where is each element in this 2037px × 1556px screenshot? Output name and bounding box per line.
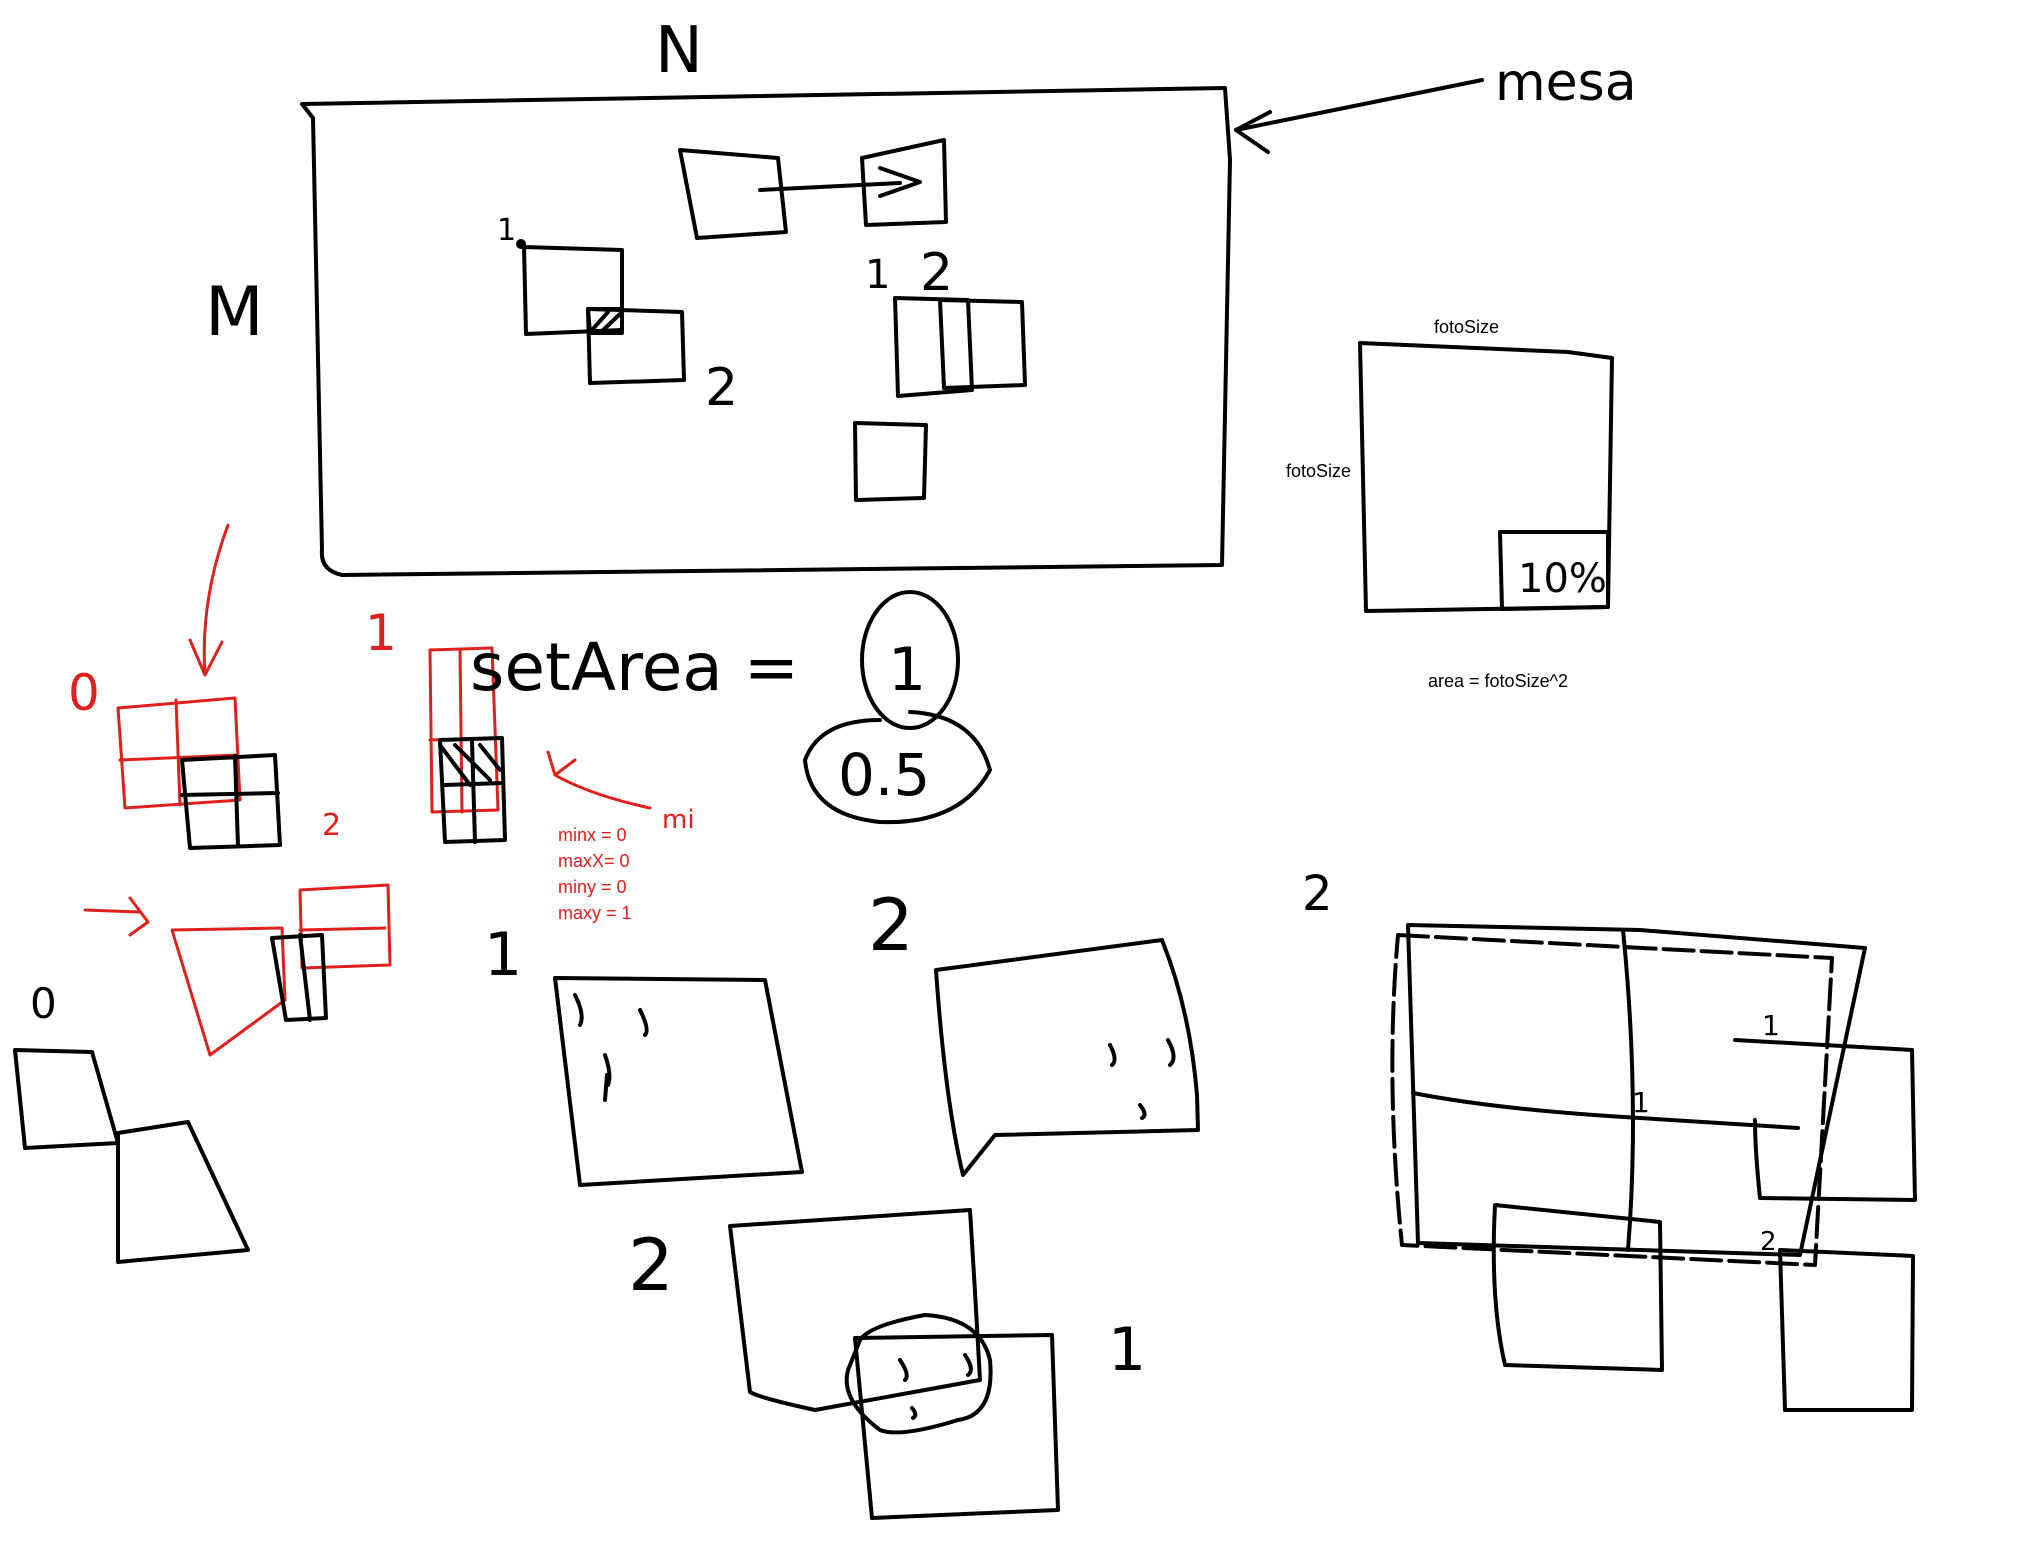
red-two-label: 2: [322, 808, 341, 843]
north-label: N: [655, 14, 703, 88]
corner-box: [1498, 530, 1610, 611]
mesa-label: mesa: [1495, 53, 1637, 113]
photo-overlap-2: [586, 307, 686, 385]
right-2-label: 2: [1302, 866, 1333, 922]
origin-dot: [516, 239, 526, 249]
area-formula: area = fotoSize^2: [1428, 671, 1568, 691]
bottom-2-label: 2: [628, 1223, 674, 1307]
side-m-label: M: [205, 273, 264, 352]
photo-size-top-label: fotoSize: [1434, 317, 1499, 337]
mesa-arrow: [1234, 78, 1484, 154]
bottom-1-label: 1: [1108, 1315, 1146, 1385]
black-corner-pair: [13, 1048, 250, 1264]
dots-photo-1: [553, 976, 804, 1187]
black-zero-label: 0: [30, 979, 57, 1028]
photo-from: [678, 148, 788, 240]
mid-1-label: 1: [484, 920, 522, 990]
bounds-list: minx = 0 maxX= 0 miny = 0 maxy = 1: [558, 825, 632, 923]
overlap-circled: [728, 1208, 1060, 1520]
photo-adjacent-1: [893, 296, 974, 398]
set-area-options: [803, 590, 992, 825]
bounds-maxx: maxX= 0: [558, 851, 630, 871]
set-area-option-1: 1: [888, 635, 926, 705]
table-sketch: [300, 86, 1232, 577]
inner-1-label: 1: [497, 213, 516, 248]
small-1a-label: 1: [1762, 1009, 1780, 1042]
inner-2-label: 2: [705, 358, 738, 418]
small-1b-label: 1: [1632, 1086, 1650, 1119]
photo-lone: [853, 421, 928, 502]
bounds-minx: minx = 0: [558, 825, 627, 845]
bounds-maxy: maxy = 1: [558, 903, 632, 923]
inner-right-1-label: 1: [865, 252, 890, 298]
overlap-hatch: [586, 307, 624, 335]
inner-right-2-label: 2: [920, 243, 953, 303]
bounds-miny: miny = 0: [558, 877, 627, 897]
photo-to: [860, 138, 948, 227]
photo-adjacent-2: [938, 298, 1027, 390]
move-arrow: [758, 166, 922, 198]
set-area-text: setArea =: [470, 629, 799, 706]
table-photos: [522, 138, 1027, 502]
mid-2-label: 2: [868, 883, 914, 967]
photo-size-side-label: fotoSize: [1286, 461, 1351, 481]
black-under-red: [180, 736, 507, 1022]
red-down-arrow: [188, 523, 230, 677]
small-2-label: 2: [1760, 1227, 1777, 1257]
grid-layout-sketch: [1390, 923, 1917, 1412]
corner-percent-label: 10%: [1518, 556, 1607, 602]
set-area-option-2: 0.5: [838, 741, 930, 809]
photo-size-square: [1358, 341, 1614, 613]
dots-photo-2: [934, 938, 1200, 1177]
red-side-arrow: [83, 896, 150, 937]
red-right-arrow: [546, 750, 652, 810]
table-outline: [300, 86, 1232, 577]
photo-overlap-1: [522, 245, 624, 336]
red-trailing-label: mi: [662, 805, 695, 835]
red-zero-label: 0: [68, 664, 100, 722]
red-one-label: 1: [365, 604, 397, 662]
